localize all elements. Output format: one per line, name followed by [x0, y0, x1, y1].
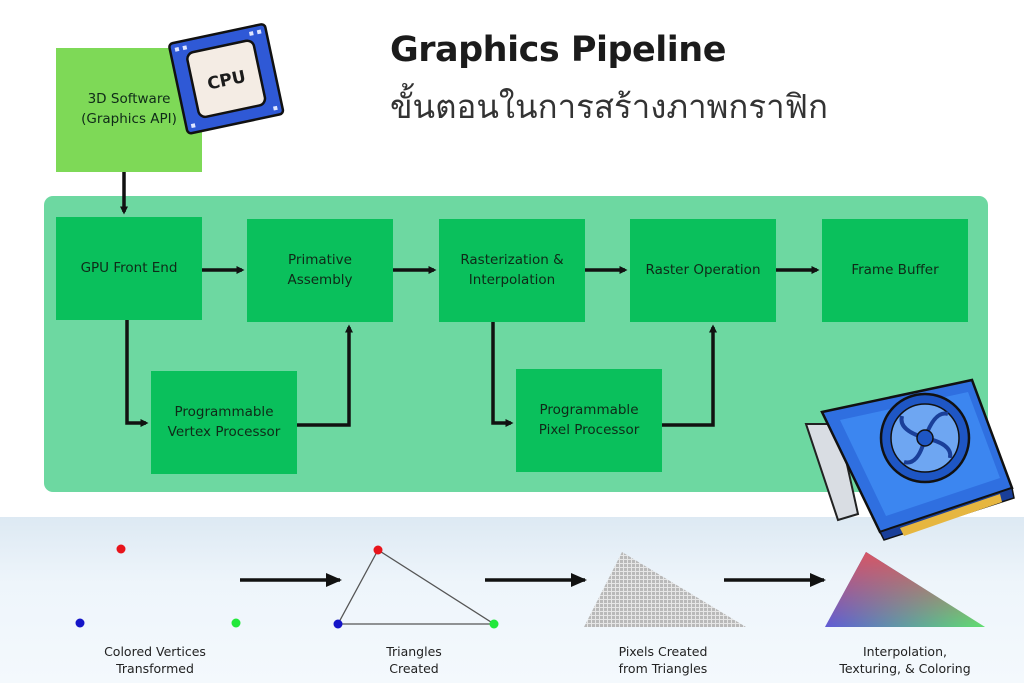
node-raster-operation: Raster Operation	[630, 219, 776, 322]
node-rasterization: Rasterization & Interpolation	[439, 219, 585, 322]
caption-pixels: Pixels Created from Triangles	[618, 644, 708, 676]
vertex-green	[231, 618, 241, 628]
graphics-card-icon	[804, 378, 1015, 541]
caption-triangles: Triangles Created	[386, 644, 442, 676]
flow-arrows	[120, 172, 820, 427]
vertex-blue	[75, 618, 85, 628]
stage-colored	[825, 552, 985, 627]
arrow-vertex-to-primitive	[297, 324, 353, 427]
stage-triangle	[333, 545, 499, 629]
node-pixel-processor: Programmable Pixel Processor	[516, 369, 662, 472]
node-vertex-processor: Programmable Vertex Processor	[151, 371, 297, 474]
cpu-chip-icon: CPU	[168, 23, 285, 135]
stage-vertices	[75, 544, 241, 628]
page-title: Graphics Pipeline	[390, 30, 726, 70]
node-3d-software: 3D Software (Graphics API)	[56, 48, 202, 172]
page-subtitle: ขั้นตอนในการสร้างภาพกราฟิก	[390, 87, 828, 126]
caption-coloring: Interpolation, Texturing, & Coloring	[839, 644, 971, 676]
node-frame-buffer: Frame Buffer	[822, 219, 968, 322]
caption-vertices: Colored Vertices Transformed	[104, 644, 206, 676]
arrow-raster-to-pixel	[491, 322, 514, 427]
arrow-pixel-to-rasterop	[662, 324, 717, 427]
node-gpu-front-end: GPU Front End	[56, 217, 202, 320]
vertex-red	[116, 544, 126, 554]
stage-pixels	[584, 552, 746, 627]
arrow-frontend-to-vertex	[125, 320, 149, 427]
node-primitive-assembly: Primative Assembly	[247, 219, 393, 322]
